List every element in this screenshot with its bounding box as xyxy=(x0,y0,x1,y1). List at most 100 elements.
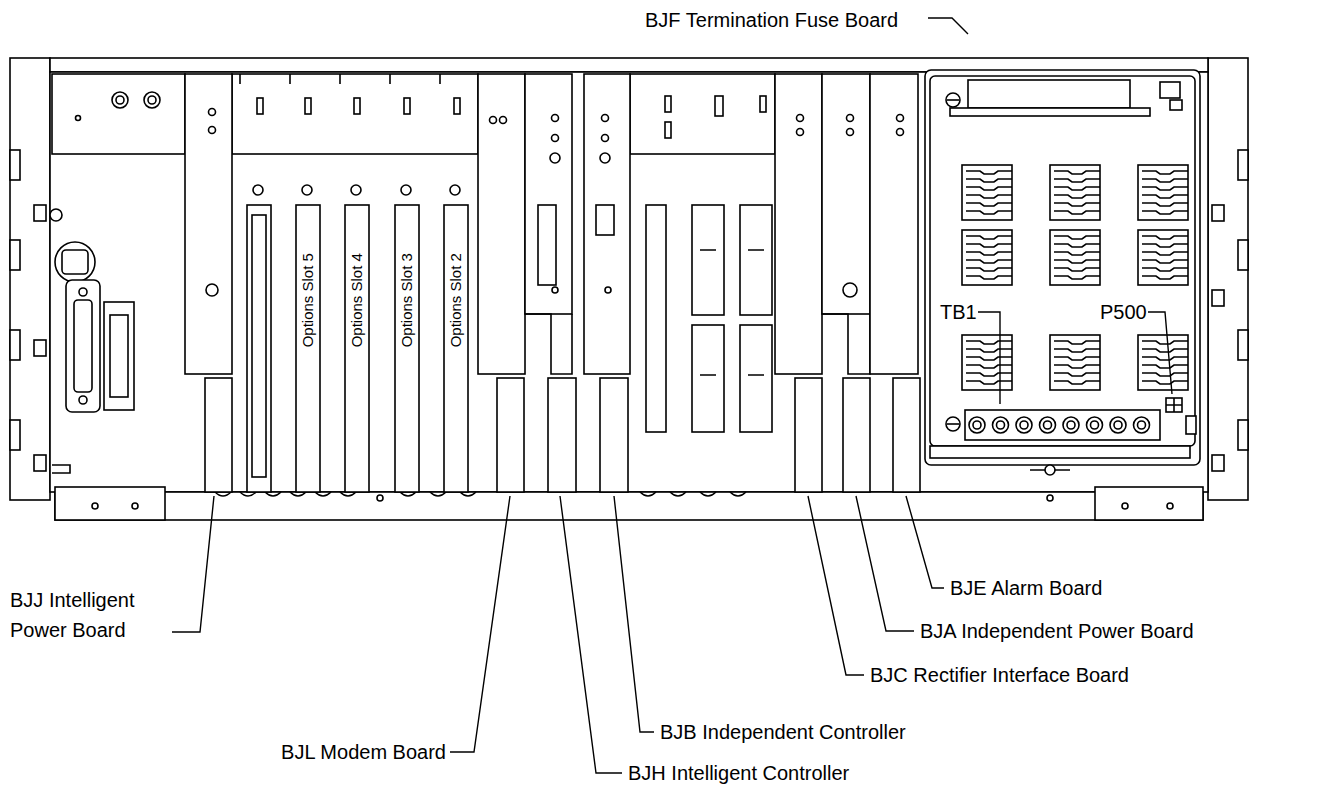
board-faceplate xyxy=(797,129,804,136)
board-faceplate xyxy=(185,74,232,374)
board-faceplate xyxy=(897,115,904,122)
option-slots xyxy=(247,205,271,492)
fuse-board xyxy=(1040,417,1056,433)
option-slots xyxy=(351,185,361,195)
fuse-board xyxy=(966,171,1012,174)
leader-line xyxy=(856,496,914,631)
chassis-body xyxy=(1047,495,1053,501)
fuse-board xyxy=(1054,341,1100,344)
fuse-board xyxy=(1054,373,1100,376)
fuse-board xyxy=(1142,373,1188,376)
board-faceplate xyxy=(584,74,630,374)
left-panel xyxy=(104,302,134,410)
center-area xyxy=(692,205,724,315)
fuse-board xyxy=(1110,417,1126,433)
fuse-board xyxy=(1142,211,1188,214)
callout-label: BJJ Intelligent Power Board xyxy=(10,585,175,645)
fuse-board xyxy=(966,268,1012,271)
leader-line xyxy=(172,496,214,632)
fuse-board xyxy=(1054,195,1100,198)
fuse-board xyxy=(1142,357,1188,360)
fuse-board xyxy=(950,108,1150,116)
left-panel xyxy=(79,288,87,296)
left-panel xyxy=(52,465,70,473)
center-area xyxy=(646,205,666,432)
fuse-board xyxy=(1142,381,1188,384)
callout-label: BJB Independent Controller xyxy=(660,717,906,747)
fuse-board xyxy=(1160,82,1180,98)
fuse-board xyxy=(1138,165,1188,220)
board-faceplate xyxy=(550,153,560,163)
option-slots xyxy=(404,98,410,114)
fuse-board xyxy=(1142,171,1188,174)
fuse-board xyxy=(966,357,1012,360)
board-faceplate xyxy=(600,378,628,492)
fuse-board xyxy=(1050,165,1100,220)
option-slots xyxy=(345,205,369,492)
center-area xyxy=(715,96,723,116)
fuse-board xyxy=(1054,381,1100,384)
chassis-body xyxy=(1095,487,1203,520)
left-panel xyxy=(110,315,128,397)
fuse-board xyxy=(1054,365,1100,368)
option-slots xyxy=(454,98,460,114)
rack-ear xyxy=(10,58,50,500)
fuse-board xyxy=(966,179,1012,182)
fuse-board xyxy=(1138,421,1146,429)
fuse-board xyxy=(1166,398,1182,412)
chassis-body xyxy=(50,58,1208,520)
fuse-board xyxy=(947,99,959,101)
left-panel xyxy=(66,280,100,412)
left-panel xyxy=(55,242,95,282)
fuse-board xyxy=(966,236,1012,239)
board-faceplate xyxy=(205,378,232,492)
callout-label: BJC Rectifier Interface Board xyxy=(870,660,1129,690)
board-faceplate xyxy=(870,74,918,374)
fuse-board xyxy=(966,341,1012,344)
fuse-board xyxy=(966,252,1012,255)
rack-ear xyxy=(1212,290,1224,306)
fuse-board xyxy=(969,417,1150,433)
fuse-board xyxy=(1091,421,1099,429)
fuse-board xyxy=(1186,416,1196,434)
left-panel xyxy=(74,300,92,392)
fuse-board xyxy=(1142,195,1188,198)
fuse-board xyxy=(947,423,959,425)
fuse-board xyxy=(1050,230,1100,285)
leader-line xyxy=(928,18,968,34)
fuse-board xyxy=(966,203,1012,206)
fuse-board xyxy=(1054,260,1100,263)
fuse-board xyxy=(965,410,1160,440)
fuse-board xyxy=(1142,341,1188,344)
board-faceplate xyxy=(605,287,611,293)
chassis-body xyxy=(377,495,383,501)
fuse-board xyxy=(1142,187,1188,190)
board-faceplate xyxy=(847,129,854,136)
fuse-board xyxy=(962,230,1012,285)
rack-ear xyxy=(34,340,46,356)
center-area xyxy=(630,74,775,154)
board-faceplate xyxy=(602,135,609,142)
rack-ear xyxy=(10,150,20,180)
connector-label: P500 xyxy=(1100,297,1147,327)
fuse-board xyxy=(1044,421,1052,429)
fuse-board xyxy=(1054,187,1100,190)
option-slots xyxy=(240,74,440,84)
board-faceplate xyxy=(797,115,804,122)
option-slots xyxy=(354,98,360,114)
fuse-board xyxy=(1142,276,1188,279)
board-faceplate xyxy=(490,117,497,124)
chassis-body xyxy=(55,487,165,520)
leader-line xyxy=(1148,312,1172,394)
center-area xyxy=(760,96,766,112)
fuse-board xyxy=(1142,244,1188,247)
center-area xyxy=(692,325,724,432)
fuse-board xyxy=(966,373,1012,376)
slot-label: Options Slot 4 xyxy=(349,253,366,347)
fuse-board xyxy=(1054,349,1100,352)
chassis-body xyxy=(215,492,746,496)
rack-ear xyxy=(34,455,46,471)
chassis-body xyxy=(1122,503,1128,509)
left-panel xyxy=(52,74,185,154)
fuse-board xyxy=(1054,211,1100,214)
